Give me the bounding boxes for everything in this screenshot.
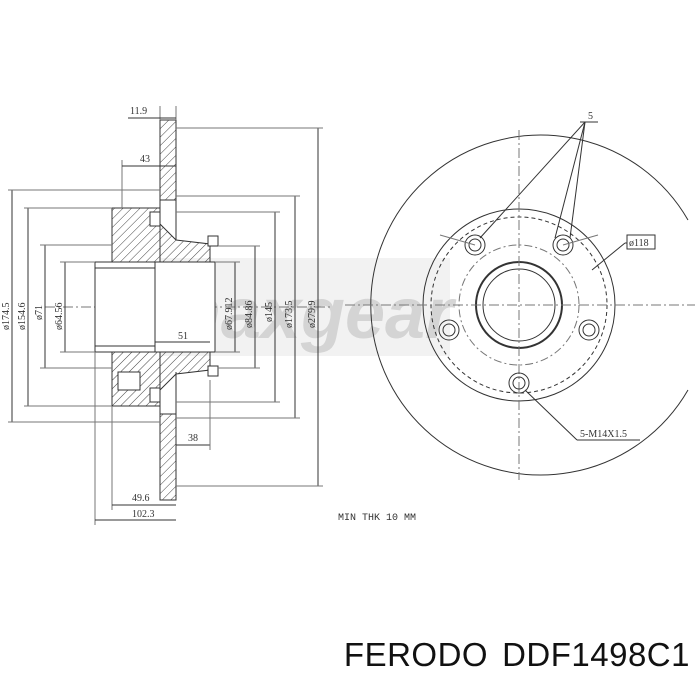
dim-dia-145: ø145 bbox=[264, 302, 275, 322]
bolt-hole-left bbox=[438, 319, 460, 341]
side-section-view bbox=[8, 106, 330, 525]
bolt-hole-top-right bbox=[552, 234, 574, 256]
dim-dia-173-5: ø173.5 bbox=[284, 301, 295, 329]
min-thickness-note: MIN THK 10 MM bbox=[338, 513, 416, 524]
dim-dia-154-6: ø154.6 bbox=[17, 303, 28, 331]
brand-name: FERODO bbox=[343, 636, 489, 673]
bolt-hole-right bbox=[578, 319, 600, 341]
dim-len-102-3: 102.3 bbox=[132, 509, 155, 520]
part-number: DDF1498C1 bbox=[502, 636, 690, 673]
dim-thk-11-9: 11.9 bbox=[130, 106, 147, 117]
pcd-label-box bbox=[626, 234, 656, 250]
bolt-hole-bottom bbox=[508, 372, 530, 394]
dim-dia-71: ø71 bbox=[34, 305, 45, 320]
front-view bbox=[345, 121, 695, 480]
dim-dia-279-9: ø279.9 bbox=[307, 301, 318, 329]
dim-len-43: 43 bbox=[140, 154, 150, 165]
dim-dia-174-5: ø174.5 bbox=[1, 303, 12, 331]
dim-dia-67-912: ø67.912 bbox=[224, 298, 235, 331]
dim-dia-64-56: ø64.56 bbox=[54, 303, 65, 331]
dim-len-38: 38 bbox=[188, 433, 198, 444]
label-pcd-118: ø118 bbox=[629, 238, 649, 249]
product-caption: FERODO DDF1498C1 bbox=[344, 636, 690, 674]
dim-len-49-6: 49.6 bbox=[132, 493, 150, 504]
label-bolt-spec: 5-M14X1.5 bbox=[580, 429, 627, 440]
bolt-hole-top-left bbox=[464, 234, 486, 256]
dim-dia-84-86: ø84.86 bbox=[244, 301, 255, 329]
dim-len-51: 51 bbox=[178, 331, 188, 342]
label-qty-5: 5 bbox=[588, 111, 593, 122]
